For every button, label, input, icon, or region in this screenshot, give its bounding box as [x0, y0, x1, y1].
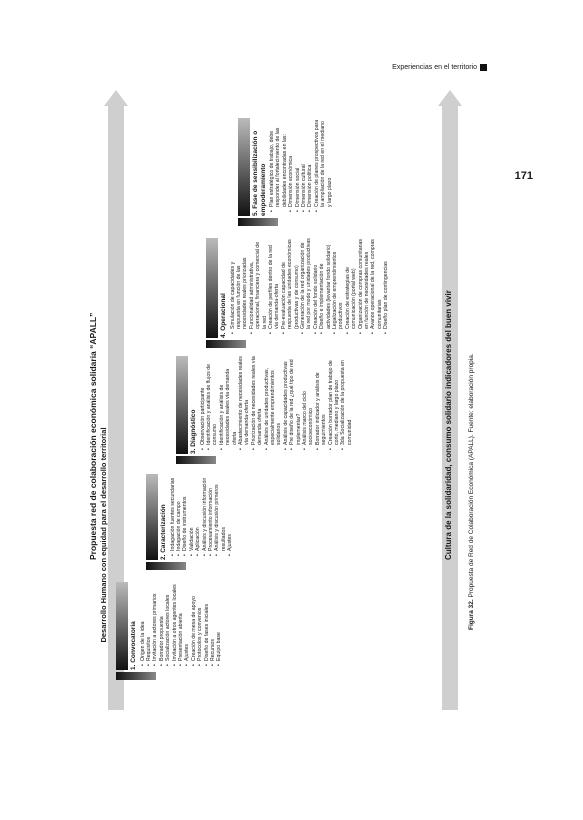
stage-item: Ajustes [227, 474, 233, 555]
stage-title: 2. Caracterización [160, 504, 167, 560]
stage-item: Análisis de unidades productivas, especi… [264, 356, 283, 449]
stage-item: Identificación y análisis de flujos de c… [206, 356, 219, 449]
stage-item: Avance operacional de la red, compras co… [370, 238, 383, 333]
stage-title: 5. Fase de sensibilización o empoderamie… [252, 130, 267, 216]
running-title: Experiencias en el territorio [392, 64, 477, 71]
stage-item: Borrador indicador y análisis de seguimi… [315, 356, 328, 449]
arrow-head-icon [104, 90, 128, 106]
stage-item: Creación de estrategias de comunicación … [345, 238, 358, 333]
figure-caption-text: Propuesta de Red de Colaboración Económi… [468, 353, 475, 600]
solidarity-culture-label: Cultura de la solidaridad, consumo solid… [444, 290, 453, 560]
human-development-label: Desarrollo Humano con equidad para el de… [99, 427, 108, 643]
stage-item: Pre diseño de la red ¿qué tipo de red im… [289, 356, 302, 449]
stage-item: Equipo base [216, 582, 222, 665]
stage-item: Simulación de capacidades y respuesta en… [230, 238, 249, 333]
stage-step-tab [206, 340, 246, 348]
stage-item: Generación de la red organización de la … [300, 238, 313, 333]
diagram: Propuesta red de colaboración económica … [82, 90, 482, 710]
stage-1: 1. ConvocatoriaOrigen de la ideaRequisit… [116, 582, 420, 680]
stage-item: Funcionalidad administrativa, operaciona… [249, 238, 268, 333]
stage-step-bar [238, 118, 250, 216]
figure-label: Figura 32. [468, 599, 475, 630]
stage-item: Diseño e implementación de actividades (… [319, 238, 332, 333]
stage-item: Creación de perfiles dentro de la red ví… [268, 238, 281, 333]
stage-item: Priorización de necesidades reales vía d… [251, 356, 264, 449]
stage-items: Indagación fuentes secundariasIndagación… [170, 474, 234, 560]
stage-step-tab [176, 456, 216, 464]
arrow-head-icon [438, 90, 462, 106]
stage-step-bar [146, 474, 158, 560]
stage-step-bar [116, 582, 128, 670]
figure-caption: Figura 32. Propuesta de Red de Colaborac… [468, 353, 475, 630]
stage-step-tab [116, 672, 156, 680]
stage-item: Identificación y análisis de necesidades… [219, 356, 238, 449]
stage-4: 4. OperacionalSimulación de capacidades … [206, 238, 435, 348]
stage-item: Diseño plan de contingencias [383, 238, 389, 333]
stage-item: Organización de compras comunitarias en … [358, 238, 371, 333]
diagram-title: Propuesta red de colaboración económica … [88, 312, 98, 560]
stage-title: 1. Convocatoria [130, 621, 137, 670]
running-header: Experiencias en el territorio [392, 64, 487, 71]
stage-2: 2. CaracterizaciónIndagación fuentes sec… [146, 474, 410, 570]
stage-item: Legalización de emprendimientos producti… [332, 238, 345, 333]
stage-items: Origen de la ideaRequisitosInvitación a … [140, 582, 223, 670]
stage-item: Creación borrador plan de trabajo de cor… [328, 356, 341, 449]
stage-step-tab [238, 218, 278, 226]
stage-items: Simulación de capacidades y respuesta en… [230, 238, 390, 338]
stage-item: 3da Socialización de la propuesta en com… [340, 356, 353, 449]
page-number: 171 [514, 170, 533, 182]
solidarity-culture-arrow: Cultura de la solidaridad, consumo solid… [438, 90, 462, 710]
stage-item: Abastecimiento de necesidades reales vía… [238, 356, 251, 449]
stage-item: Análisis marco del ciclo socioeconómico [302, 356, 315, 449]
stage-step-tab [146, 562, 186, 570]
stage-item: Plan estratégico de trabajo, debe respon… [269, 118, 288, 211]
stage-step-bar [176, 356, 188, 454]
stage-item: Creación de planes prospectivos para la … [314, 118, 333, 211]
stage-title: 3. Diagnóstico [190, 409, 197, 454]
stage-5: 5. Fase de sensibilización o empoderamie… [238, 118, 422, 226]
stage-item: Pre-evaluación capacidad de respuesta de… [281, 238, 300, 333]
header-square-icon [480, 64, 487, 71]
stage-3: 3. DiagnósticoObservación participanteId… [176, 356, 430, 464]
stage-item: Análisis y discusión primeros resultados [214, 474, 227, 555]
stage-step-bar [206, 238, 218, 338]
stage-items: Plan estratégico de trabajo, debe respon… [269, 118, 333, 216]
stage-items: Observación participanteIdentificación y… [200, 356, 354, 454]
stage-title: 4. Operacional [220, 293, 227, 338]
